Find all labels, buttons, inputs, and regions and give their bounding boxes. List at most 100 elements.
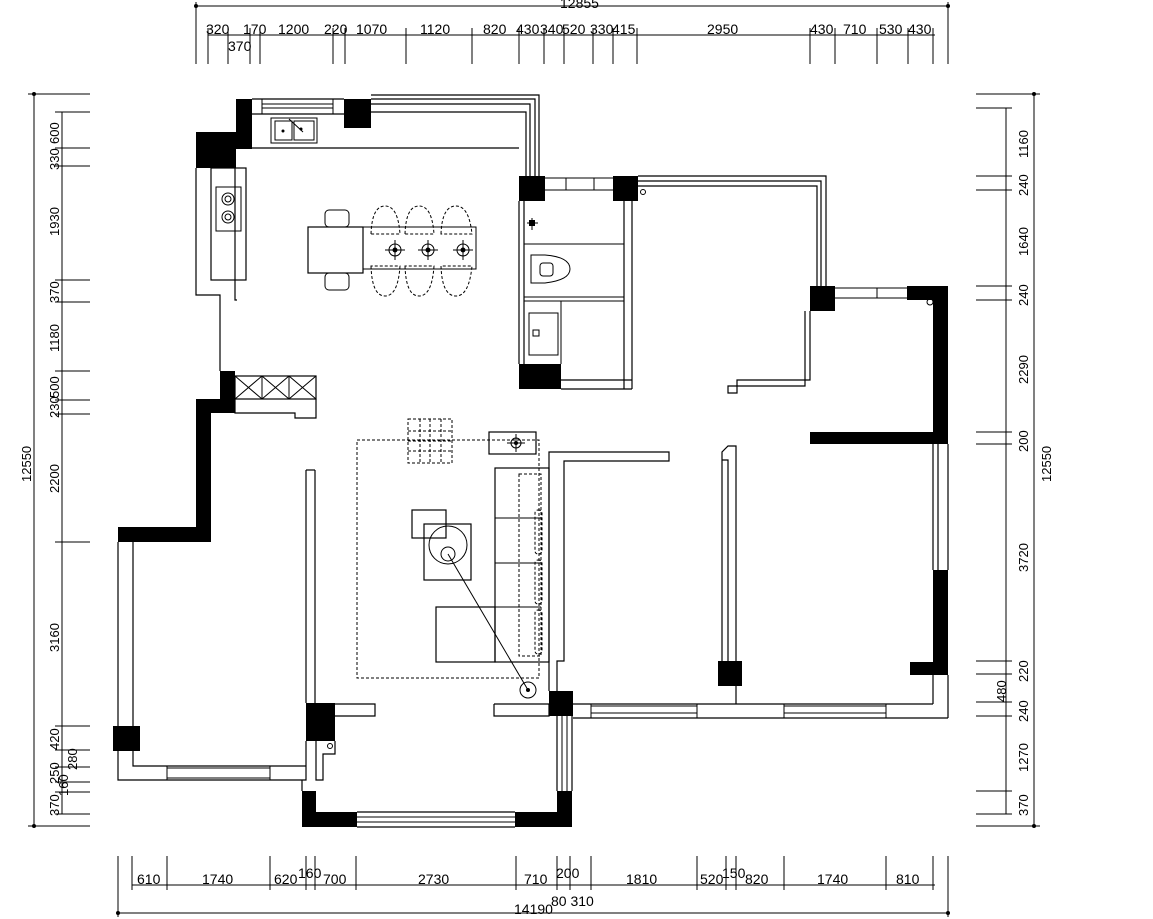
column [236,99,252,149]
right-dim-12: 370 [1016,794,1031,816]
column [519,176,545,201]
top-dim-1: 320 [206,21,230,37]
bottom-ticks [131,856,934,890]
right-dim-3: 1640 [1016,227,1031,256]
column [306,703,335,741]
left-dim-1: 600 [47,122,62,144]
bottom-dim-2: 1740 [202,871,233,887]
left-dim-2: 330 [47,148,62,170]
top-dim-5: 1070 [356,21,387,37]
top-dim-13: 2950 [707,21,738,37]
bottom-dimension-chain: 610 1740 620 160 700 2730 710 200 1810 5… [116,856,950,917]
toilet-icon [530,254,571,284]
coffee-table [423,523,472,581]
bottom-dim-6: 2730 [418,871,449,887]
left-dim-14: 370 [47,794,62,816]
left-total-dimension: 12550 [19,446,34,482]
dining-table [307,226,364,274]
right-dim-5: 2290 [1016,355,1031,384]
bottom-dim-11: 150 [722,865,746,881]
tv-cabinet [488,431,537,455]
bottom-dim-9: 1810 [626,871,657,887]
dining-table [362,226,477,270]
bottom-dim-1: 610 [137,871,161,887]
left-dim-5: 1180 [47,324,62,352]
right-total-dimension: 12550 [1039,446,1054,482]
left-ticks [55,111,90,815]
bottom-dim-8: 200 [556,865,580,881]
top-dim-11: 330 [590,21,614,37]
structure [113,94,949,828]
bottom-dim-12: 820 [745,871,769,887]
bathroom [327,189,934,749]
top-dim-14: 430 [810,21,834,37]
top-dim-12: 415 [612,21,636,37]
living-area [356,418,550,699]
right-dim-9: 480 [994,680,1009,702]
top-dimension-chain: 12855 320 170 1200 220 1070 1120 820 430… [194,0,950,64]
top-dim-sub: 370 [228,38,252,54]
top-dim-16: 530 [879,21,903,37]
kitchen [210,117,318,281]
right-dim-8: 220 [1016,660,1031,682]
left-dim-9: 3160 [47,623,62,652]
top-dim-8: 430 [516,21,540,37]
bottom-dim-sub: 80 310 [551,893,594,909]
top-dim-4: 220 [324,21,348,37]
left-dim-13: 160 [56,774,71,796]
cabinet [234,375,317,400]
top-dim-3: 1200 [278,21,309,37]
right-dim-11: 1270 [1016,743,1031,772]
floor-lamp-icon [519,681,537,699]
top-dim-15: 710 [843,21,867,37]
column [344,99,371,128]
right-dim-7: 3720 [1016,543,1031,572]
bottom-total-dimension: 14190 [514,901,553,917]
right-ticks [976,107,1012,815]
left-dim-10: 420 [47,728,62,750]
column [718,661,742,686]
bottom-dim-7: 710 [524,871,548,887]
dining-area [307,205,477,297]
cooktop-icon [215,186,242,232]
right-dim-4: 240 [1016,284,1031,306]
pendant-light-icon [453,240,473,260]
left-dim-11: 280 [65,748,80,770]
top-dim-6: 1120 [420,21,450,37]
left-dim-7: 230 [47,396,62,418]
left-dimension-chain: 12550 600 330 1930 370 1180 500 230 2200… [19,92,90,828]
top-dim-7: 820 [483,21,507,37]
right-dim-10: 240 [1016,700,1031,722]
bottom-dim-3: 620 [274,871,298,887]
washbasin-icon [528,312,559,356]
column [549,691,573,716]
column [613,176,638,201]
left-dim-8: 2200 [47,464,62,493]
right-dimension-chain: 12550 1160 240 1640 240 2290 200 3720 22… [976,92,1054,828]
top-ticks [207,28,934,64]
column [519,364,561,389]
rug [356,439,540,679]
pendant-light-icon [385,240,405,260]
right-thick-wall [810,286,948,444]
bay-wall-left [302,791,357,827]
column [810,286,835,311]
bottom-dim-4: 160 [298,865,322,881]
left-dim-12: 250 [47,762,62,784]
bottom-dim-5: 700 [323,871,347,887]
sofa-chaise [435,606,496,663]
bottom-dim-13: 1740 [817,871,848,887]
stepped-wall [118,399,235,542]
bottom-dim-10: 520 [700,871,724,887]
right-dim-6: 200 [1016,430,1031,452]
top-dim-2: 170 [243,21,267,37]
left-dim-4: 370 [47,281,62,303]
pendant-light-icon [418,240,438,260]
kitchen-sink-icon [270,117,318,144]
pendant-light-icon [507,434,525,452]
top-dim-10: 520 [562,21,586,37]
right-lower-wall [910,570,948,675]
sofa [494,467,550,663]
left-dim-6: 500 [47,376,62,398]
